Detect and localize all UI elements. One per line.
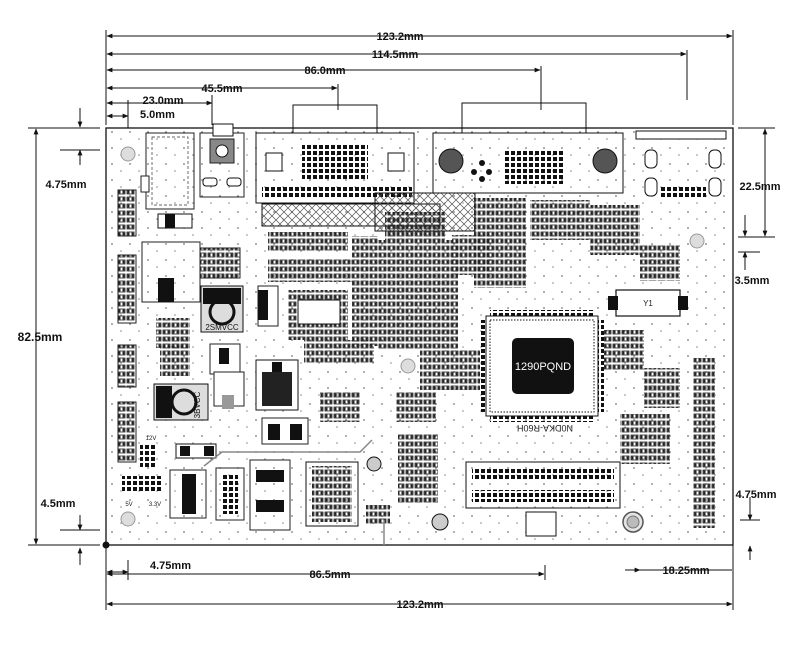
dim-bottom-right: 18.25mm <box>662 565 709 577</box>
dim-top-86: 86.0mm <box>305 65 346 77</box>
dim-top-5: 5.0mm <box>140 109 175 121</box>
dim-bottom-total: 123.2mm <box>396 599 443 611</box>
main-chip-label: 1290PQND <box>515 361 571 373</box>
silk-12v: 12V <box>146 436 157 442</box>
inductor-1-label: 2SMVCC <box>205 323 239 332</box>
dim-bottom-small: 4.75mm <box>150 560 191 572</box>
dim-top-total: 123.2mm <box>376 31 423 43</box>
dim-left-height: 82.5mm <box>18 330 63 344</box>
dimension-labels: 123.2mm 114.5mm 86.0mm 45.5mm 23.0mm 5.0… <box>18 31 781 611</box>
dim-right-bottom: 4.75mm <box>736 489 777 501</box>
crystal-label: Y1 <box>643 299 653 308</box>
silk-5v: 5V <box>125 502 132 508</box>
dim-top-45: 45.5mm <box>202 83 243 95</box>
dim-bottom-mid: 86.5mm <box>310 569 351 581</box>
dimension-lines <box>28 30 775 610</box>
dim-right-mid: 3.5mm <box>735 275 770 287</box>
main-processor-chip: 1290PQND <box>480 310 604 422</box>
model-label: N0DKA-R60H <box>517 423 573 433</box>
dim-left-top: 4.75mm <box>46 179 87 191</box>
dim-left-bottom: 4.5mm <box>41 498 76 510</box>
inductor-2-label: 3BVCC <box>193 391 202 418</box>
pcb-board: 2SMVCC 3BVCC <box>102 102 734 549</box>
silk-33v: 3.3V <box>149 502 161 508</box>
dim-top-23: 23.0mm <box>143 95 184 107</box>
dim-right-top: 22.5mm <box>740 181 781 193</box>
dim-top-inner: 114.5mm <box>372 49 419 61</box>
